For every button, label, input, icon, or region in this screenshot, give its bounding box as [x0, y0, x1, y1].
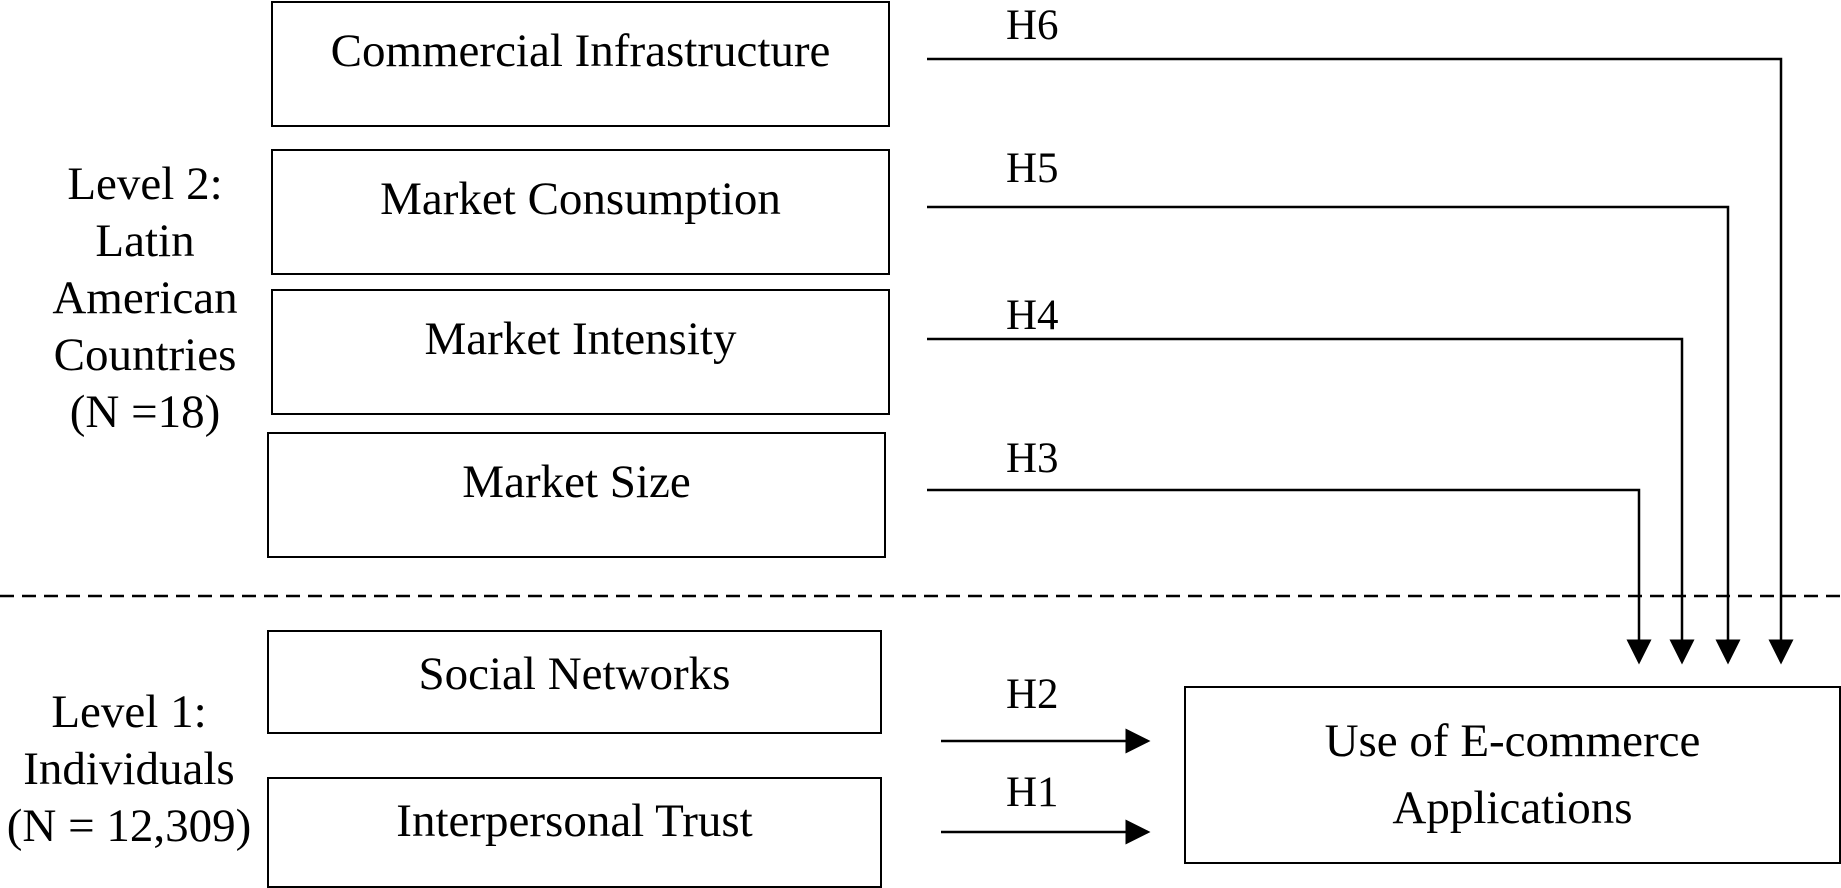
h2-label: H2 — [1006, 671, 1059, 718]
level-2-label: Level 2: Latin American Countries (N =18… — [40, 156, 250, 441]
interpersonal-trust-text: Interpersonal Trust — [396, 795, 753, 847]
level-2-line: (N =18) — [69, 386, 221, 438]
outcome-box: Use of E-commerce Applications — [1184, 686, 1841, 864]
social-networks-box: Social Networks — [267, 630, 882, 734]
h4-label: H4 — [1006, 292, 1059, 339]
h1-label: H1 — [1006, 769, 1059, 816]
level-1-line: Individuals — [23, 743, 235, 795]
interpersonal-trust-box: Interpersonal Trust — [267, 777, 882, 888]
market-intensity-box: Market Intensity — [271, 289, 890, 415]
market-consumption-box: Market Consumption — [271, 149, 890, 275]
level-2-line: American — [52, 272, 238, 324]
outcome-text-line: Use of E-commerce — [1324, 715, 1701, 767]
h5-arrow — [927, 205, 1741, 665]
commercial-infrastructure-box: Commercial Infrastructure — [271, 1, 890, 127]
outcome-text-line: Applications — [1392, 782, 1633, 834]
level-1-label: Level 1: Individuals (N = 12,309) — [0, 684, 258, 855]
level-2-line: Countries — [53, 329, 237, 381]
h5-label: H5 — [1006, 145, 1059, 192]
market-size-box: Market Size — [267, 432, 886, 558]
h4-arrow — [927, 337, 1695, 665]
level-1-line: (N = 12,309) — [6, 800, 252, 852]
market-size-text: Market Size — [462, 456, 691, 508]
level-1-line: Level 1: — [51, 686, 207, 738]
market-consumption-text: Market Consumption — [380, 173, 781, 225]
h3-label: H3 — [1006, 435, 1059, 482]
level-2-line: Latin — [95, 215, 195, 267]
social-networks-text: Social Networks — [418, 648, 731, 700]
commercial-infrastructure-text: Commercial Infrastructure — [330, 25, 831, 77]
h6-arrow — [927, 57, 1794, 665]
h6-label: H6 — [1006, 2, 1059, 49]
level-2-line: Level 2: — [67, 158, 223, 210]
h3-arrow — [927, 488, 1652, 665]
market-intensity-text: Market Intensity — [424, 313, 737, 365]
